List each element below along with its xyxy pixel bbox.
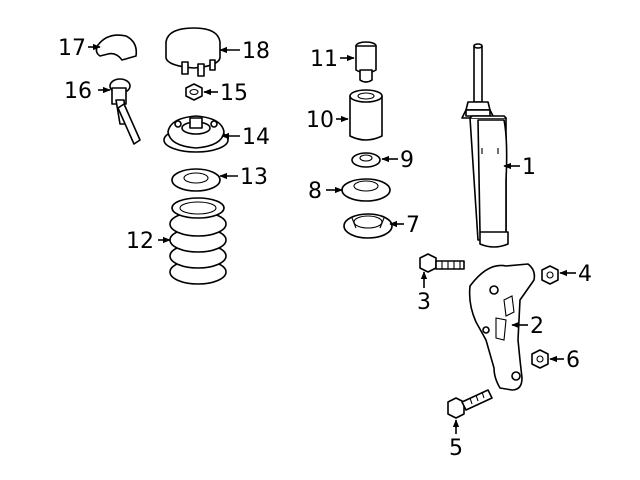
callout-6: 6 (566, 348, 580, 373)
part-7-spring-isolator (343, 213, 393, 239)
part-8-spring-seat (341, 178, 391, 202)
part-3-bolt (419, 253, 465, 273)
callout-1: 1 (522, 155, 536, 180)
part-1-shock-absorber (461, 43, 509, 248)
part-17-cap-cover (95, 34, 138, 61)
part-4-nut (541, 265, 559, 285)
callout-9: 9 (400, 148, 414, 173)
part-6-nut (531, 349, 549, 369)
part-9-washer (351, 152, 381, 168)
callout-16: 16 (64, 79, 92, 104)
callout-12: 12 (126, 229, 154, 254)
part-15-nut (185, 83, 203, 101)
leader-lines (88, 43, 576, 434)
callout-4: 4 (578, 262, 592, 287)
callout-13: 13 (240, 165, 268, 190)
part-2-knuckle-bracket (468, 263, 536, 391)
callout-10: 10 (306, 108, 334, 133)
callout-15: 15 (220, 81, 248, 106)
part-14-upper-mount (163, 115, 229, 153)
callout-2: 2 (530, 314, 544, 339)
part-16-bracket-bolt (109, 78, 141, 145)
part-18-mount-cover (165, 27, 221, 77)
callout-7: 7 (406, 213, 420, 238)
part-13-spring-seat (171, 168, 221, 192)
callout-3: 3 (417, 290, 431, 315)
callout-8: 8 (308, 179, 322, 204)
part-10-bump-stop (349, 89, 383, 141)
part-12-coil-spring (169, 197, 227, 285)
callout-14: 14 (242, 125, 270, 150)
callout-17: 17 (58, 36, 86, 61)
callout-11: 11 (310, 47, 338, 72)
part-5-bolt (447, 389, 493, 419)
callout-18: 18 (242, 39, 270, 64)
callout-5: 5 (449, 436, 463, 461)
part-11-bump-cap (355, 41, 377, 83)
